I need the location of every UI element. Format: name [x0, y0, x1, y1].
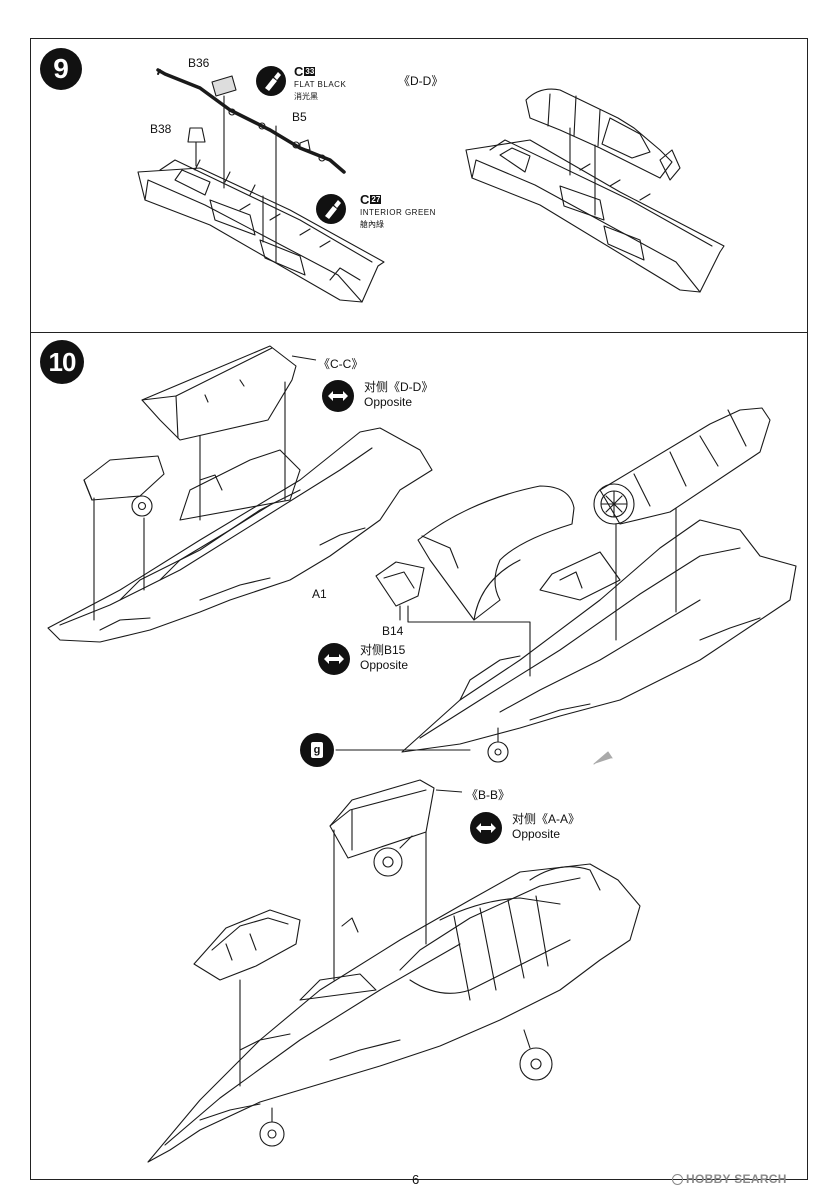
- intake-duct-drawing: [418, 486, 574, 620]
- nose-gear-drawing: [488, 728, 508, 762]
- main-gear-bottom-drawing: [520, 1030, 552, 1080]
- view-label-bb: 《B-B》: [466, 788, 511, 802]
- main-gear-bb-drawing: [374, 836, 412, 876]
- part-label-b36: B36: [188, 56, 210, 70]
- paint-name-flat-black: FLAT BLACK: [294, 80, 347, 89]
- watermark-text: HOBBY SEARCH: [686, 1172, 787, 1186]
- paint-name-cn-flat-black: 消光黑: [294, 92, 318, 101]
- intake-panel-cc-drawing: [142, 346, 296, 520]
- paint-name-interior-green: INTERIOR GREEN: [360, 208, 436, 217]
- decal-g-letter: g: [311, 742, 323, 758]
- opposite-dd-cn: 对侧《D-D》: [364, 380, 434, 394]
- watermark-logo-icon: [672, 1174, 683, 1185]
- paint-name-cn-interior-green: 艙內綠: [360, 220, 384, 229]
- direction-arrow: [594, 752, 612, 764]
- cockpit-tub-right-drawing: [466, 140, 724, 292]
- opposite-b15-cn: 对侧B15: [360, 643, 406, 657]
- paint-code-number: 27: [370, 195, 382, 204]
- part-b36-drawing: [212, 76, 236, 188]
- fuselage-half-a1-drawing: [48, 428, 432, 642]
- page-number: 6: [412, 1172, 420, 1187]
- part-label-b38: B38: [150, 122, 172, 136]
- control-stick-drawing: [158, 70, 344, 172]
- page-frame: [30, 38, 808, 1180]
- ejection-seat-drawing: [526, 89, 680, 215]
- opposite-aa-cn: 对侧《A-A》: [512, 812, 581, 826]
- opposite-b15-label: 对侧B15 Opposite: [360, 643, 408, 673]
- step-divider: [30, 332, 808, 333]
- part-label-a1: A1: [312, 587, 327, 601]
- view-label-dd: 《D-D》: [398, 74, 444, 88]
- intake-panel-bb-drawing: [330, 780, 434, 980]
- step-number-9: 9: [40, 48, 82, 90]
- opposite-arrows-icon: [322, 380, 354, 412]
- nose-gear-bottom-drawing: [260, 1108, 284, 1146]
- opposite-dd-label: 对侧《D-D》 Opposite: [364, 380, 433, 410]
- part-label-b14: B14: [382, 624, 404, 638]
- watermark: HOBBY SEARCH: [672, 1172, 787, 1186]
- part-label-b5: B5: [292, 110, 307, 124]
- opposite-arrows-icon: [470, 812, 502, 844]
- full-fuselage-drawing: [148, 864, 640, 1162]
- opposite-arrows-icon: [318, 643, 350, 675]
- cockpit-assembly-drawing: [194, 910, 300, 1086]
- paint-code-letter: C: [360, 192, 370, 207]
- opposite-b15-en: Opposite: [360, 658, 409, 672]
- view-label-cc: 《C-C》: [318, 357, 364, 371]
- paint-code-number: 33: [304, 67, 316, 76]
- decal-g-badge: g: [300, 733, 334, 767]
- cockpit-tub-left-drawing: [138, 160, 384, 302]
- gear-door-b14-drawing: [376, 524, 616, 676]
- step-number-10: 10: [40, 340, 84, 384]
- paint-brush-icon: [316, 194, 346, 224]
- paint-code-letter: C: [294, 64, 304, 79]
- opposite-aa-en: Opposite: [512, 827, 561, 841]
- opposite-dd-en: Opposite: [364, 395, 413, 409]
- fuselage-half-b15-drawing: [402, 520, 796, 752]
- engine-nozzle-drawing: [594, 408, 770, 612]
- gear-bay-left-drawing: [84, 456, 164, 620]
- opposite-aa-label: 对侧《A-A》 Opposite: [512, 812, 580, 842]
- paint-brush-icon: [256, 66, 286, 96]
- part-b38-drawing: [188, 128, 205, 166]
